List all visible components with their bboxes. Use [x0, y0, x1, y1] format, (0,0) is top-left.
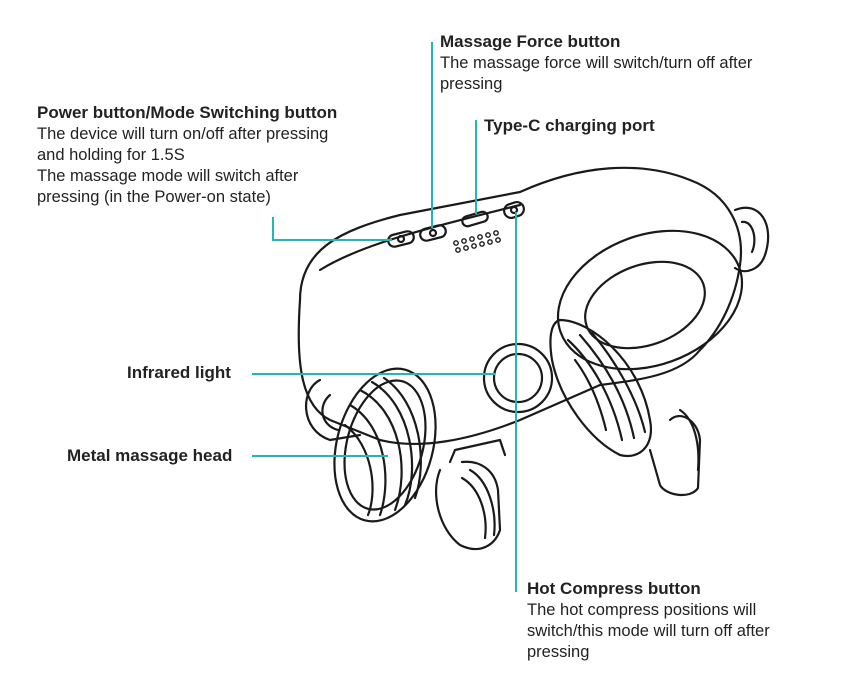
callout-desc-line: The massage mode will switch after [37, 167, 299, 185]
callout-desc-line: The hot compress positions will [527, 601, 757, 619]
callout-title: Hot Compress button [527, 579, 701, 598]
callout-desc-line: The device will turn on/off after pressi… [37, 125, 329, 143]
callout-desc-line: pressing [440, 75, 503, 93]
massager-device-outline [297, 166, 770, 551]
callout-massage-force: Massage Force button The massage force w… [440, 31, 840, 95]
callout-desc-line: and holding for 1.5S [37, 146, 185, 164]
callout-desc-line: pressing [527, 643, 590, 661]
callout-desc-line: switch/this mode will turn off after [527, 622, 770, 640]
callout-title: Massage Force button [440, 32, 621, 51]
callout-title: Power button/Mode Switching button [37, 103, 338, 122]
callout-power-button: Power button/Mode Switching button The d… [37, 102, 417, 208]
callout-typec-port: Type-C charging port [484, 116, 655, 135]
callout-infrared-light: Infrared light [127, 363, 231, 382]
leader-lines [252, 42, 517, 592]
leader-power [272, 217, 392, 241]
callout-metal-massage-head: Metal massage head [67, 446, 233, 465]
callout-hot-compress: Hot Compress button The hot compress pos… [527, 578, 847, 663]
callout-desc-line: pressing (in the Power-on state) [37, 188, 271, 206]
callout-desc-line: The massage force will switch/turn off a… [440, 54, 753, 72]
